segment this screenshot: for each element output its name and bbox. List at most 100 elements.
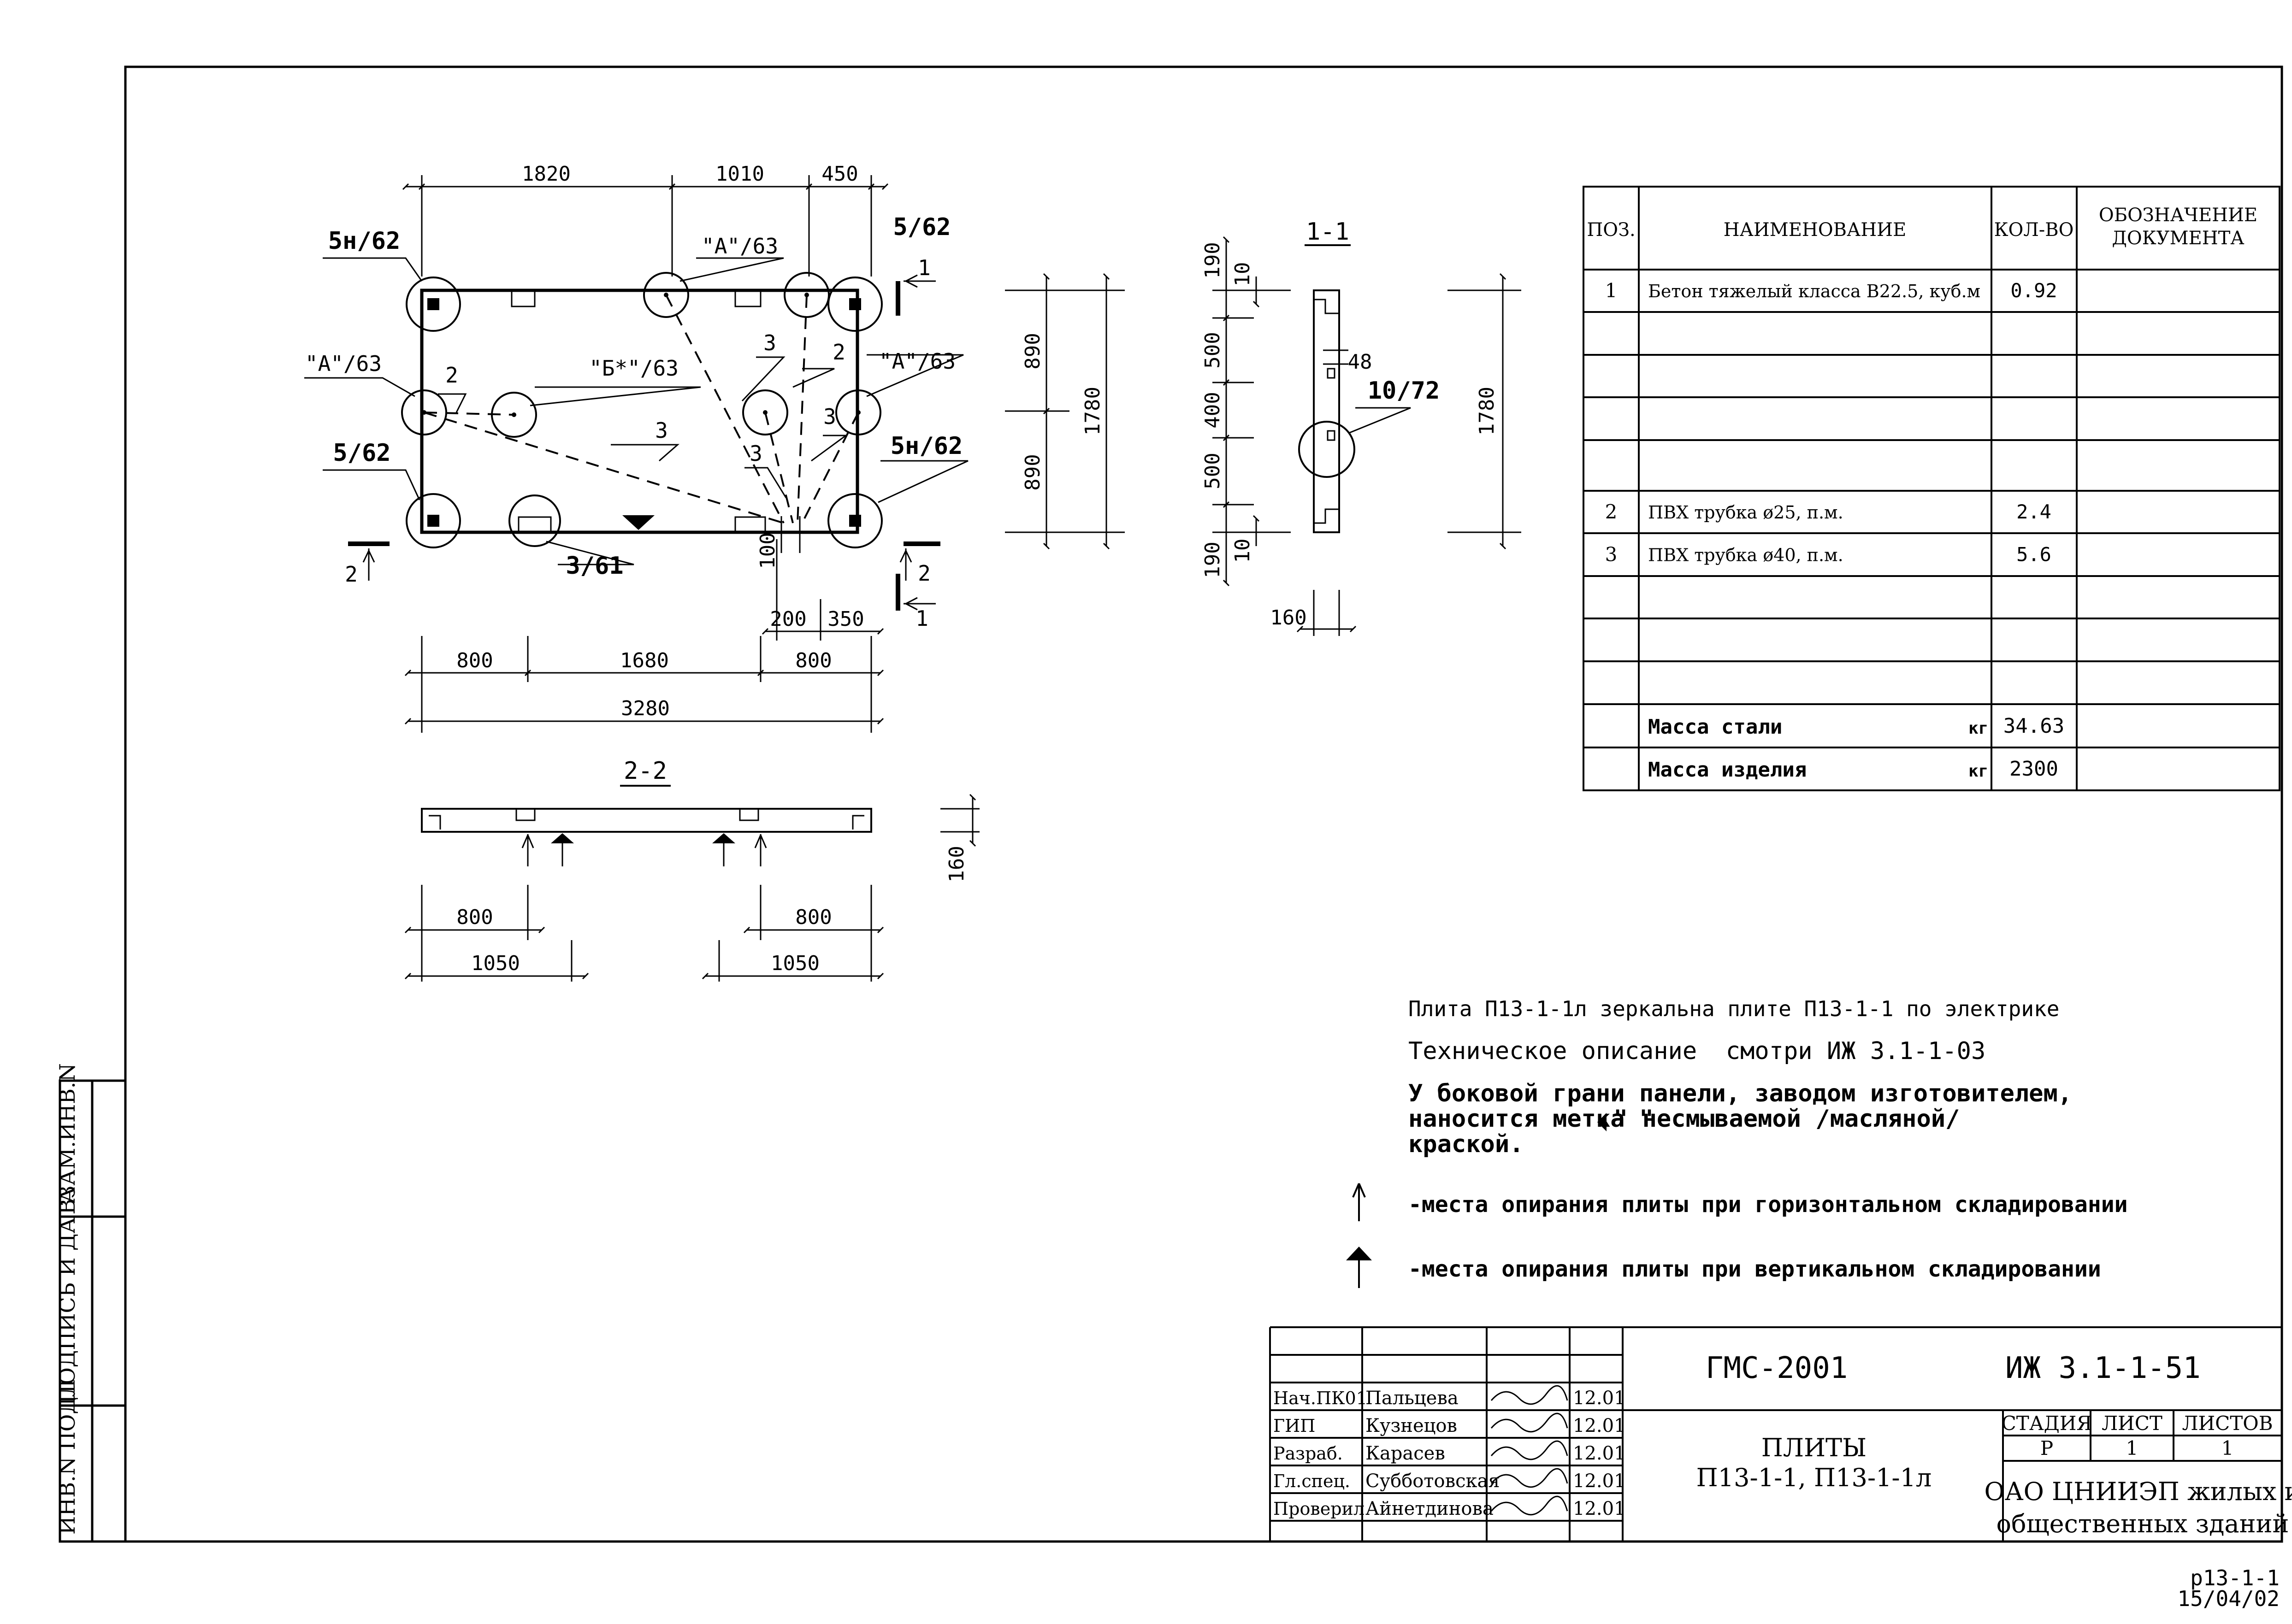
col-pos: ПОЗ. [1587, 219, 1635, 241]
mass-item-value: 2300 [2009, 757, 2058, 781]
spec-row-qty: 5.6 [2016, 543, 2051, 566]
signer-name: Субботовская [1365, 1471, 1500, 1492]
s11-dim-1780: 1780 [1475, 387, 1499, 435]
signer-role: Гл.спец. [1273, 1471, 1350, 1491]
signer-date: 12.01 [1573, 1415, 1626, 1436]
dim-3280: 3280 [621, 697, 670, 720]
spec-row-pos: 1 [1605, 279, 1618, 302]
signature [1490, 1385, 1568, 1405]
dim-1680: 1680 [620, 649, 669, 672]
spec-row-qty: 0.92 [2010, 279, 2057, 302]
box-circle-tr [827, 277, 883, 332]
box-circle-tl [406, 277, 461, 332]
dim-450: 450 [821, 162, 858, 186]
signature [1490, 1495, 1568, 1516]
organization-2: общественных зданий [1996, 1509, 2289, 1538]
callout-5n62-top: 5н/62 [328, 227, 401, 255]
s11-dim-190-top: 190 [1201, 242, 1224, 278]
box-circle-bl [406, 493, 461, 548]
col-qty: КОЛ-ВО [1994, 219, 2074, 241]
pos-2-left: 2 [445, 363, 458, 388]
callout-3-61: 3/61 [566, 552, 623, 580]
box-circle-br [827, 493, 883, 548]
signer-name: Карасев [1365, 1443, 1445, 1464]
s11-dim-10-bottom: 10 [1231, 539, 1254, 563]
sheets-value: 1 [2221, 1437, 2234, 1459]
s22-dim-1050-left: 1050 [471, 952, 520, 975]
horizontal-support-arrow-icon [1352, 1183, 1366, 1221]
mark-triangle-icon [1597, 1113, 1607, 1131]
cut-1-top: 1 [918, 255, 931, 280]
sheet-header: ЛИСТ [2102, 1412, 2162, 1435]
plan-callouts: 5н/62 5/62 "А"/63 "А"/63 "Б*"/63 "А"/63 … [305, 213, 963, 631]
plate-outline [420, 288, 859, 534]
dim-800-right: 800 [795, 649, 832, 672]
section-2-2-title: 2-2 [624, 757, 667, 785]
side-stamp: ИНВ.N ПОДЛ ПОДПИСЬ И ДАТА ВЗАМ.ИНВ.N [55, 1063, 80, 1535]
signer-name: Айнетдинова [1365, 1498, 1494, 1519]
callout-A63-right: "А"/63 [879, 349, 956, 374]
col-name: НАИМЕНОВАНИЕ [1724, 219, 1907, 241]
section-1-1-texts: 1-1 190 10 500 400 500 10 190 48 10/72 1… [1201, 218, 1499, 630]
note-mark-3: краской. [1408, 1130, 1524, 1158]
s11-dim-10-top: 10 [1231, 262, 1254, 287]
spec-row-name: ПВХ трубка ø40, п.м. [1648, 545, 1843, 565]
dim-1780-plan: 1780 [1081, 387, 1105, 435]
callout-5-62-top: 5/62 [893, 213, 951, 241]
dim-800-left: 800 [456, 649, 493, 672]
mass-steel-label: Масса стали [1648, 715, 1782, 739]
sheet-value: 1 [2126, 1437, 2138, 1459]
plan-view [304, 175, 1125, 733]
pos-2-right: 2 [833, 340, 845, 365]
signer-date: 12.01 [1573, 1443, 1626, 1464]
stamp-podpis: ПОДПИСЬ И ДАТА [55, 1187, 80, 1403]
pos-3-b: 3 [655, 418, 668, 443]
sheet-frame [59, 65, 2283, 1543]
callout-A63-left: "А"/63 [305, 351, 382, 376]
file-ref-date: 15/04/02 [2177, 1586, 2280, 1611]
title-block [1269, 1326, 2282, 1542]
s11-dim-500-top: 500 [1201, 332, 1224, 368]
spec-row-qty: 2.4 [2016, 500, 2051, 523]
signer-role: Разраб. [1273, 1443, 1343, 1464]
signer-role: ГИП [1273, 1416, 1315, 1436]
signer-name: Кузнецов [1365, 1415, 1457, 1436]
s22-dim-160: 160 [945, 846, 969, 882]
stamp-inv-podl: ИНВ.N ПОДЛ [55, 1379, 80, 1535]
s11-dim-160: 160 [1270, 606, 1306, 630]
stamp-vzam: ВЗАМ.ИНВ.N [55, 1063, 80, 1214]
signature [1490, 1468, 1568, 1488]
spec-row-pos: 3 [1605, 543, 1618, 566]
s22-dim-1050-right: 1050 [771, 952, 820, 975]
section-callout-circle [1298, 421, 1355, 478]
title-name-2: П13-1-1, П13-1-1л [1696, 1463, 1932, 1492]
spec-row-name: Бетон тяжелый класса В22.5, куб.м [1648, 281, 1980, 301]
s22-dim-800-right: 800 [795, 906, 832, 929]
mass-steel-unit: кг [1968, 719, 1988, 738]
file-ref: p13-1-1 15/04/02 [2177, 1565, 2280, 1611]
s11-dim-400: 400 [1201, 392, 1224, 428]
spec-row-name: ПВХ трубка ø25, п.м. [1648, 502, 1843, 523]
outlet-A-right [835, 389, 881, 435]
outlet-3 [742, 389, 788, 435]
dim-1820: 1820 [522, 162, 571, 186]
box-circle-bottom [508, 494, 561, 547]
dim-890-top: 890 [1021, 333, 1045, 369]
s22-dim-800-left: 800 [456, 906, 493, 929]
note-mark-2-post: " несмываемой /масляной/ [1613, 1105, 1960, 1133]
s11-dim-500-bottom: 500 [1201, 453, 1224, 489]
document-code: ИЖ 3.1-1-51 [2005, 1351, 2201, 1385]
dim-890-bottom: 890 [1021, 454, 1045, 490]
section-1-1 [1212, 236, 1521, 636]
legend-vertical: -места опирания плиты при вертикальном с… [1408, 1256, 2101, 1282]
project-code: ГМС-2001 [1706, 1351, 1848, 1385]
mass-item-label: Масса изделия [1648, 758, 1807, 782]
vertical-support-icon [1346, 1247, 1372, 1288]
section-2-2-texts: 2-2 160 800 1050 800 1050 [456, 757, 969, 975]
file-ref-name: p13-1-1 [2190, 1565, 2280, 1590]
signer-role: Проверил [1273, 1499, 1365, 1519]
plan-texts: 1820 1010 450 800 1680 800 3280 200 350 … [456, 162, 1105, 720]
pos-3-c: 3 [823, 404, 836, 429]
